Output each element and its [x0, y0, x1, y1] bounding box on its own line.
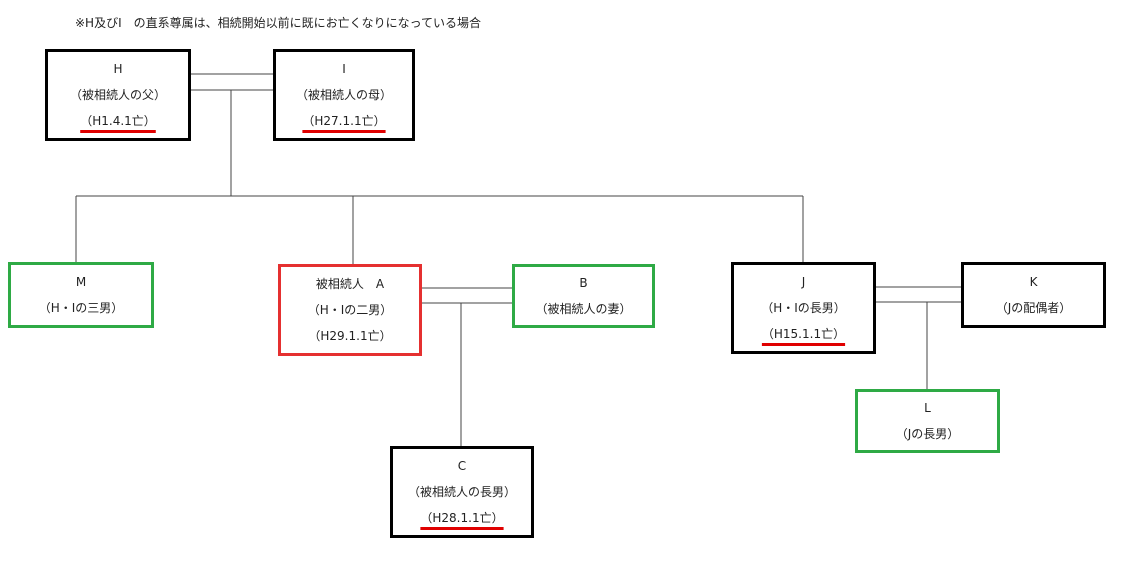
person-name: J: [801, 275, 806, 289]
person-box-m: M （H・Iの三男）: [8, 262, 154, 328]
person-relation: （被相続人の父）: [69, 88, 166, 102]
person-relation: （H・Iの三男）: [38, 301, 124, 315]
person-box-h: H （被相続人の父） （H1.4.1亡）: [45, 49, 191, 141]
person-relation: （H・Iの二男）: [307, 303, 393, 317]
person-box-k: K （Jの配偶者）: [961, 262, 1106, 328]
person-relation: （被相続人の母）: [295, 88, 392, 102]
person-relation: （被相続人の長男）: [407, 485, 516, 499]
person-death-date: （H28.1.1亡）: [420, 511, 504, 525]
person-relation: （Jの配偶者）: [995, 301, 1072, 315]
person-box-j: J （H・Iの長男） （H15.1.1亡）: [731, 262, 876, 354]
person-relation: （H・Iの長男）: [761, 301, 846, 315]
person-box-l: L （Jの長男）: [855, 389, 1000, 453]
person-name: L: [924, 401, 931, 415]
person-name: K: [1029, 275, 1038, 289]
person-name: I: [342, 62, 346, 76]
diagram-note: ※H及びI の直系尊属は、相続開始以前に既にお亡くなりになっている場合: [75, 16, 482, 30]
person-death-date: （H1.4.1亡）: [80, 114, 156, 128]
person-name: C: [457, 459, 467, 473]
person-death-date: （H29.1.1亡）: [308, 329, 392, 343]
person-relation: （Jの長男）: [895, 427, 960, 441]
person-name: M: [75, 275, 87, 289]
person-box-b: B （被相続人の妻）: [512, 264, 655, 328]
person-name: B: [579, 276, 588, 290]
person-name: 被相続人 A: [315, 277, 385, 291]
person-box-a: 被相続人 A （H・Iの二男） （H29.1.1亡）: [278, 264, 422, 356]
person-relation: （被相続人の妻）: [535, 302, 632, 316]
person-death-date: （H15.1.1亡）: [761, 327, 846, 341]
person-name: H: [113, 62, 123, 76]
person-box-i: I （被相続人の母） （H27.1.1亡）: [273, 49, 415, 141]
person-box-c: C （被相続人の長男） （H28.1.1亡）: [390, 446, 534, 538]
person-death-date: （H27.1.1亡）: [302, 114, 386, 128]
